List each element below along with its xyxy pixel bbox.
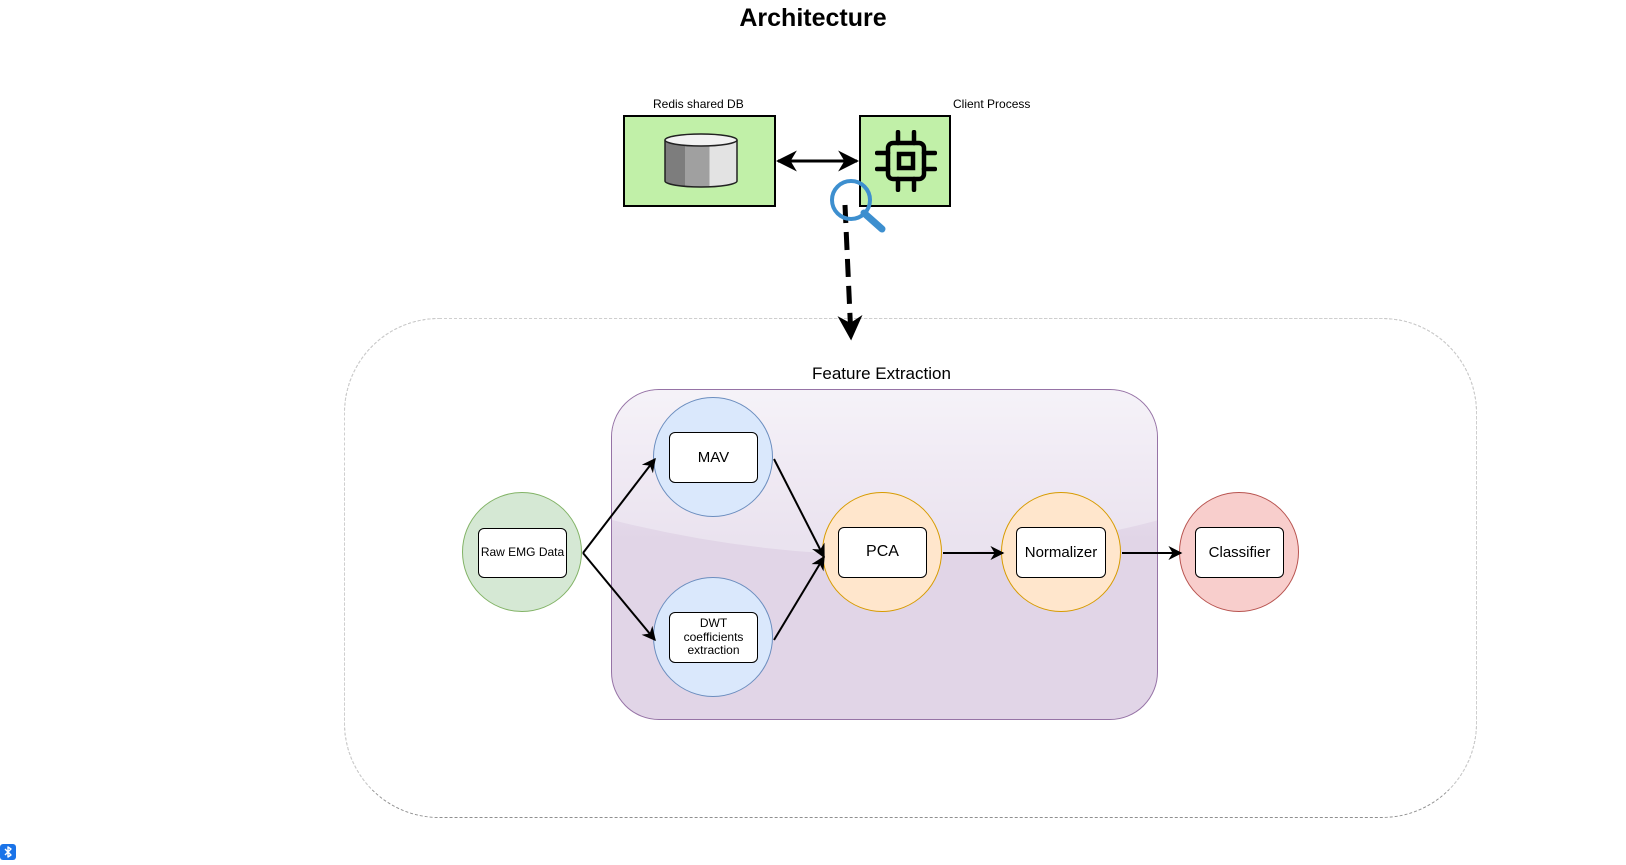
client-process-box[interactable] (859, 115, 951, 207)
dwt-box[interactable]: DWT coefficients extraction (669, 612, 758, 663)
client-label: Client Process (953, 97, 1031, 111)
database-icon (664, 133, 738, 188)
db-label: Redis shared DB (653, 97, 744, 111)
raw-to-dwt-arrow (582, 552, 656, 642)
magnifier-icon (830, 179, 886, 233)
dwt-to-pca-arrow (773, 555, 825, 641)
mav-to-pca-arrow (773, 458, 825, 559)
redis-db-box[interactable] (623, 115, 776, 207)
raw-emg-box[interactable]: Raw EMG Data (478, 528, 567, 578)
raw-to-mav-arrow (582, 457, 656, 554)
cpu-chip-icon (875, 130, 937, 192)
client-to-pipeline-arrow (837, 204, 863, 341)
bluetooth-icon[interactable] (0, 844, 16, 860)
outer-dashed-frame-top (344, 318, 1477, 818)
feature-extraction-label: Feature Extraction (812, 364, 951, 383)
page-title: Architecture (739, 4, 887, 32)
mav-box[interactable]: MAV (669, 432, 758, 483)
normalizer-box[interactable]: Normalizer (1016, 527, 1106, 578)
classifier-box[interactable]: Classifier (1195, 527, 1284, 578)
pca-box[interactable]: PCA (838, 527, 927, 578)
